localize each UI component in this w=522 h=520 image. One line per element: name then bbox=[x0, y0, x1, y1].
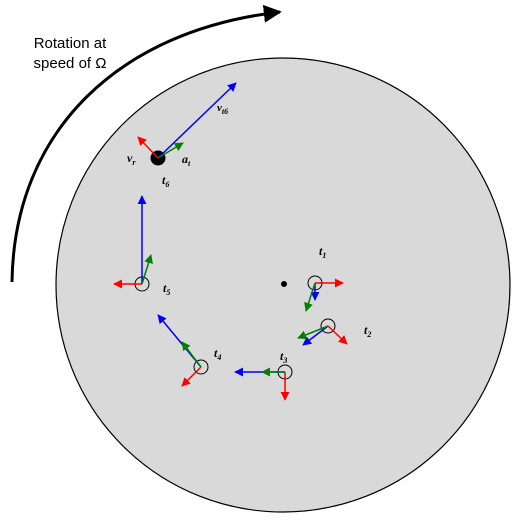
label-t6: t6 bbox=[162, 173, 169, 189]
radial-vector-t4 bbox=[181, 366, 202, 387]
label-at: at bbox=[182, 152, 191, 168]
acceleration-vector-t4 bbox=[181, 341, 202, 368]
particle-t2 bbox=[320, 318, 336, 334]
position-t4: t4 bbox=[157, 314, 221, 387]
acceleration-vector-t1 bbox=[304, 282, 316, 312]
acceleration-vector-t5 bbox=[141, 254, 153, 285]
rotation-caption-line1: Rotation at bbox=[34, 35, 107, 52]
label-vr: vr bbox=[127, 151, 136, 167]
acceleration-vector-t2 bbox=[297, 325, 329, 340]
radial-vector-t6 bbox=[137, 136, 159, 159]
position-t2: t2 bbox=[297, 318, 371, 346]
position-t6: t6 vr at vt6 bbox=[127, 82, 237, 189]
label-t4: t4 bbox=[214, 346, 221, 362]
position-t5: t5 bbox=[113, 195, 170, 297]
label-vt6: vt6 bbox=[217, 102, 228, 116]
label-t3: t3 bbox=[280, 349, 287, 365]
disc-center-dot bbox=[281, 281, 287, 287]
tangential-vector-t2 bbox=[302, 325, 329, 346]
label-t5: t5 bbox=[163, 281, 170, 297]
particle-t4 bbox=[193, 359, 209, 375]
radial-vector-t2 bbox=[327, 325, 348, 345]
position-t1: t1 bbox=[304, 244, 344, 312]
rotation-caption-line2: speed of Ω bbox=[34, 55, 107, 72]
label-t2: t2 bbox=[364, 323, 371, 339]
label-t1: t1 bbox=[319, 244, 326, 260]
position-t3: t3 bbox=[234, 349, 293, 401]
rotation-arrow bbox=[10, 4, 282, 283]
tangential-vector-t6 bbox=[157, 82, 237, 159]
acceleration-vector-t6 bbox=[157, 142, 184, 159]
